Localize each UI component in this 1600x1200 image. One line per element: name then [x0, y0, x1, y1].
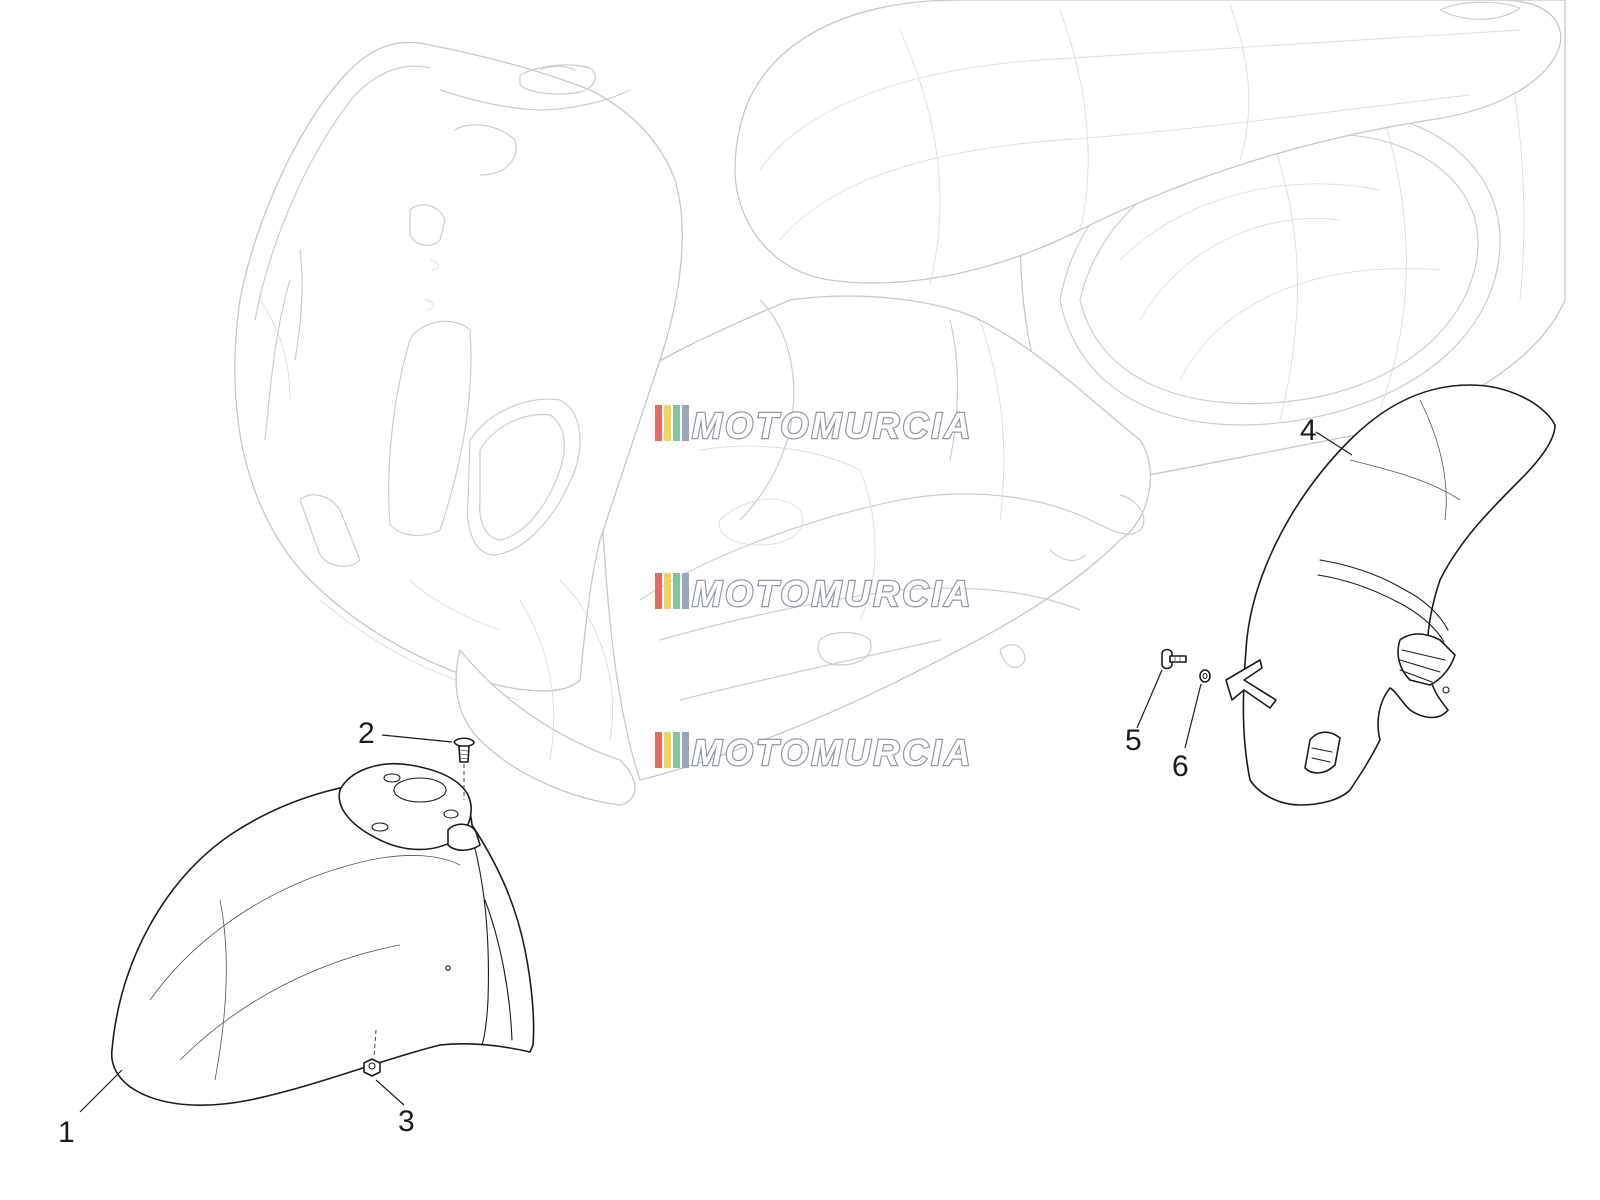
leader-lines [79, 431, 1353, 1113]
part-screw-2 [453, 737, 475, 763]
part-screw-5 [1161, 648, 1187, 670]
nut-3-axis [373, 1029, 377, 1059]
leader-4 [1315, 431, 1353, 456]
part-washer-6 [1199, 669, 1211, 683]
watermark-bottom: MOTOMURCIA [655, 731, 973, 774]
callout-3: 3 [398, 1105, 415, 1138]
callout-6: 6 [1172, 750, 1189, 783]
watermark-text: MOTOMURCIA [692, 405, 973, 446]
watermark-text: MOTOMURCIA [692, 732, 973, 773]
watermark-text: MOTOMURCIA [692, 573, 973, 614]
part-rear-mudguard [1225, 384, 1556, 806]
callout-1: 1 [58, 1116, 75, 1149]
watermark-top: MOTOMURCIA [655, 404, 973, 447]
callout-2: 2 [358, 717, 375, 750]
leader-1 [79, 1069, 123, 1113]
leader-3 [375, 1079, 405, 1106]
leader-6 [1184, 683, 1202, 749]
watermark-middle: MOTOMURCIA [655, 572, 973, 615]
callout-5: 5 [1125, 724, 1142, 757]
leader-2 [381, 734, 453, 743]
scooter-body-ghost [234, 0, 1566, 806]
leader-5 [1136, 669, 1163, 729]
part-front-mudguard [110, 762, 535, 1106]
part-nut-3 [363, 1058, 381, 1077]
callout-4: 4 [1300, 414, 1317, 447]
